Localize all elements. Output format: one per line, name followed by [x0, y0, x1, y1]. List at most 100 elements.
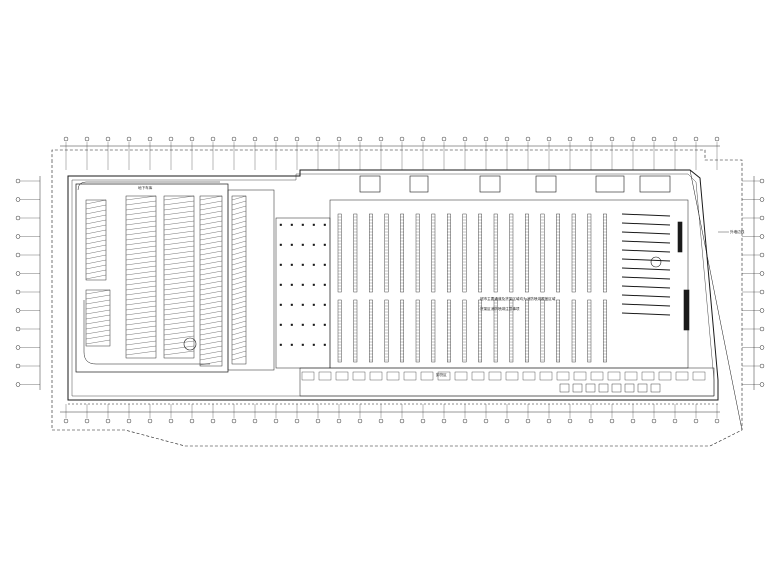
axis-bubble-bottom — [441, 418, 447, 424]
axis-bubble-top — [420, 136, 426, 142]
parking-stall-hatch — [163, 330, 195, 336]
service-room — [403, 371, 417, 381]
shelf-row — [369, 299, 373, 363]
axis-bubble-left — [15, 363, 21, 369]
axis-bubble-left — [15, 234, 21, 239]
parking-stall-hatch — [125, 210, 157, 216]
parking-stall-hatch — [163, 315, 195, 321]
parking-stall-hatch — [163, 320, 195, 326]
equipment-block — [624, 383, 635, 393]
parking-stall-hatch — [125, 220, 157, 226]
structural-column — [279, 243, 282, 246]
parking-stall-hatch — [231, 210, 247, 216]
shelf-row — [556, 299, 561, 363]
parking-stall-hatch — [163, 305, 195, 311]
axis-bubble-bottom — [609, 418, 615, 424]
parking-stall-hatch — [85, 249, 107, 255]
parking-stall-hatch — [85, 234, 107, 240]
axis-bubble-top — [567, 136, 573, 142]
shaft — [683, 289, 690, 331]
structural-column — [312, 263, 315, 266]
parking-stall-hatch — [199, 340, 223, 346]
parking-stall-hatch — [163, 295, 195, 301]
parking-stall-hatch — [231, 195, 247, 201]
checkout-bar — [621, 231, 671, 235]
axis-bubble-bottom — [672, 418, 678, 424]
parking-stall-hatch — [85, 339, 111, 345]
axis-bubble-top — [630, 136, 636, 142]
parking-stall-hatch — [85, 224, 107, 230]
axis-bubble-bottom — [273, 418, 279, 424]
axis-bubble-right — [759, 271, 765, 276]
parking-stall-hatch — [163, 235, 195, 241]
structural-column — [301, 223, 304, 226]
axis-bubble-bottom — [336, 418, 342, 424]
parking-stall-hatch — [163, 205, 195, 211]
structural-column — [323, 283, 326, 286]
parking-stall-hatch — [199, 285, 223, 291]
parking-stall-hatch — [163, 345, 195, 351]
structural-column — [301, 303, 304, 306]
checkout-bar — [621, 240, 671, 244]
service-room — [454, 371, 468, 381]
axis-bubble-top — [462, 136, 468, 142]
ramp-circle — [183, 337, 197, 351]
parking-stall-hatch — [199, 335, 223, 341]
axis-bubble-bottom — [63, 418, 69, 424]
parking-stall-hatch — [85, 314, 111, 320]
axis-bubble-left — [15, 215, 21, 221]
service-room — [471, 371, 485, 381]
axis-bubble-bottom — [546, 418, 552, 424]
parking-stall-hatch — [199, 330, 223, 336]
service-room — [420, 371, 434, 381]
parking-stall-hatch — [199, 280, 223, 286]
axis-bubble-bottom — [168, 418, 174, 424]
service-room — [590, 371, 604, 381]
parking-stall-hatch — [199, 275, 223, 281]
axis-bubble-top — [189, 136, 195, 142]
structural-column — [279, 263, 282, 266]
parking-stall-hatch — [199, 345, 223, 351]
parking-stall-hatch — [199, 250, 223, 256]
parking-zone — [75, 183, 229, 373]
shelf-row — [603, 299, 607, 363]
ramp-left — [83, 300, 210, 365]
checkout-bar — [621, 276, 671, 280]
parking-stall-hatch — [199, 255, 223, 261]
axis-bubble-top — [609, 136, 615, 142]
axis-bubble-bottom — [693, 418, 699, 424]
service-room — [352, 371, 366, 381]
parking-stall-hatch — [85, 334, 111, 340]
axis-bubble-right — [759, 326, 765, 332]
bottom-label: 卸货区 — [436, 372, 447, 377]
axis-bubble-top — [315, 136, 321, 142]
axis-bubble-bottom — [294, 418, 300, 424]
parking-label: 地下车库 — [138, 185, 153, 190]
parking-stall-hatch — [85, 214, 107, 220]
axis-bubble-left — [15, 289, 21, 295]
parking-stall-hatch — [125, 245, 157, 251]
parking-stall-hatch — [199, 235, 223, 241]
structural-column — [312, 243, 315, 246]
parking-stall-hatch — [85, 289, 111, 295]
parking-stall-hatch — [231, 325, 247, 331]
service-room — [539, 371, 553, 381]
axis-bubble-right — [759, 197, 765, 202]
parking-stall-hatch — [85, 204, 107, 210]
parking-stall-hatch — [231, 330, 247, 336]
axis-bubble-top — [231, 136, 237, 142]
parking-stall-hatch — [125, 270, 157, 276]
shelf-row — [337, 299, 342, 363]
parking-stall-hatch — [231, 305, 247, 311]
top-room-4 — [535, 175, 557, 193]
axis-bubble-top — [441, 136, 447, 142]
parking-stall-hatch — [163, 265, 195, 271]
axis-bubble-top — [168, 136, 174, 142]
parking-stall-hatch — [163, 225, 195, 231]
parking-stall-hatch — [231, 225, 247, 231]
parking-bay — [231, 195, 247, 365]
structural-column — [323, 263, 326, 266]
checkout-bar — [621, 222, 671, 226]
structural-column — [301, 343, 304, 346]
parking-stall-hatch — [199, 350, 223, 356]
